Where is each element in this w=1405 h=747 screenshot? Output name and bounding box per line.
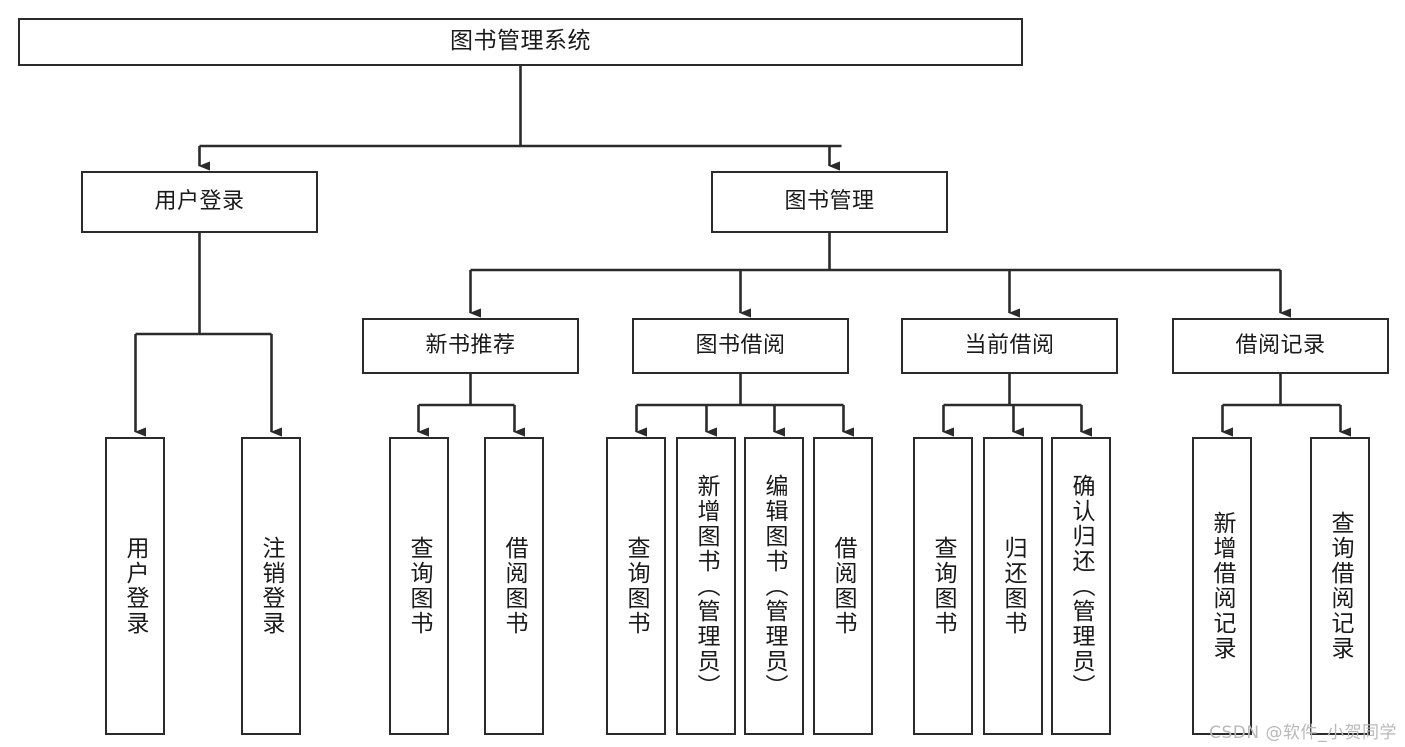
node-leaf-confirm-return-admin[interactable]: 确认归还（管理员） bbox=[1051, 437, 1111, 735]
node-new-book-recommendation[interactable]: 新书推荐 bbox=[362, 318, 579, 374]
node-leaf-query-borrow-record[interactable]: 查询借阅记录 bbox=[1310, 437, 1370, 735]
node-label: 借阅图书 bbox=[830, 536, 857, 636]
node-label: 借阅记录 bbox=[1235, 333, 1326, 359]
node-label: 编辑图书（管理员） bbox=[761, 473, 788, 699]
node-leaf-query-book-borrowing[interactable]: 查询图书 bbox=[606, 437, 666, 735]
node-leaf-add-borrow-record[interactable]: 新增借阅记录 bbox=[1192, 437, 1252, 735]
node-label: 当前借阅 bbox=[964, 333, 1055, 359]
node-borrowing-record[interactable]: 借阅记录 bbox=[1172, 318, 1389, 374]
node-leaf-user-logout[interactable]: 注销登录 bbox=[241, 437, 301, 735]
node-current-borrowing[interactable]: 当前借阅 bbox=[901, 318, 1118, 374]
node-user-login[interactable]: 用户登录 bbox=[81, 171, 318, 233]
node-leaf-user-login[interactable]: 用户登录 bbox=[105, 437, 165, 735]
node-label: 新增图书（管理员） bbox=[693, 473, 720, 699]
node-book-borrowing[interactable]: 图书借阅 bbox=[632, 318, 849, 374]
node-label: 图书管理 bbox=[784, 189, 875, 215]
node-leaf-edit-book-admin[interactable]: 编辑图书（管理员） bbox=[744, 437, 804, 735]
node-leaf-borrow-book-recommendation[interactable]: 借阅图书 bbox=[484, 437, 544, 735]
node-label: 归还图书 bbox=[1000, 536, 1027, 636]
node-label: 查询图书 bbox=[623, 536, 650, 636]
node-leaf-return-book[interactable]: 归还图书 bbox=[983, 437, 1043, 735]
node-label: 确认归还（管理员） bbox=[1068, 473, 1095, 699]
node-label: 新增借阅记录 bbox=[1209, 511, 1236, 661]
node-book-management[interactable]: 图书管理 bbox=[711, 171, 948, 233]
node-label: 查询图书 bbox=[406, 536, 433, 636]
node-label: 新书推荐 bbox=[425, 333, 516, 359]
node-leaf-query-book-recommendation[interactable]: 查询图书 bbox=[389, 437, 449, 735]
node-label: 注销登录 bbox=[258, 536, 285, 636]
node-label: 图书管理系统 bbox=[450, 28, 591, 55]
node-label: 查询借阅记录 bbox=[1327, 511, 1354, 661]
node-root-system[interactable]: 图书管理系统 bbox=[18, 18, 1023, 66]
node-label: 图书借阅 bbox=[695, 333, 786, 359]
node-label: 用户登录 bbox=[154, 189, 245, 215]
node-leaf-query-book-current[interactable]: 查询图书 bbox=[913, 437, 973, 735]
node-label: 用户登录 bbox=[122, 536, 149, 636]
node-leaf-borrow-book-borrowing[interactable]: 借阅图书 bbox=[813, 437, 873, 735]
node-leaf-add-book-admin[interactable]: 新增图书（管理员） bbox=[676, 437, 736, 735]
node-label: 查询图书 bbox=[930, 536, 957, 636]
node-label: 借阅图书 bbox=[501, 536, 528, 636]
csdn-watermark: CSDN @软件_小贺同学 bbox=[1209, 723, 1397, 743]
